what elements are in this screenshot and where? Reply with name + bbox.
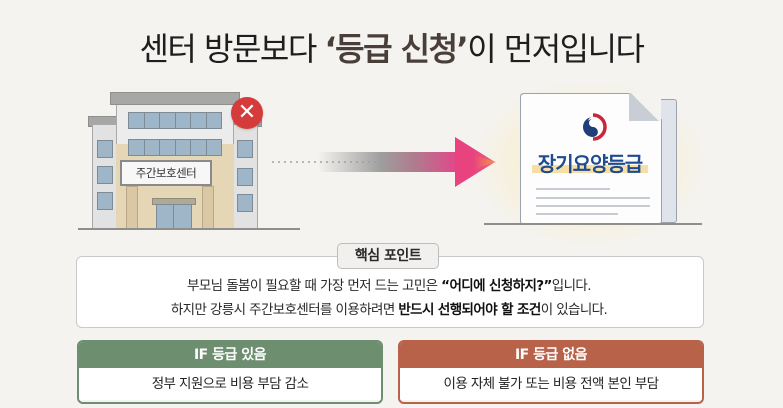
window-row (128, 139, 222, 156)
window-row (128, 112, 222, 129)
key-point-line-2: 하지만 강릉시 주간보호센터를 이용하려면 반드시 선행되어야 할 조건이 있습… (76, 298, 702, 318)
ground-line (78, 228, 300, 230)
card-header: IF 등급 없음 (400, 342, 702, 368)
text: 하지만 강릉시 주간보호센터를 이용하려면 (170, 302, 399, 318)
text: 부모님 돌봄이 필요할 때 가장 먼저 드는 고민은 (187, 278, 442, 294)
day-care-center-building-illustration: 주간보호센터 (78, 88, 300, 230)
page-fold-icon (629, 93, 661, 121)
window (237, 140, 253, 158)
pillar (126, 186, 138, 230)
text-line (536, 188, 610, 190)
title-suffix: 이 먼저입니다 (467, 30, 645, 68)
emphasis-text: 반드시 선행되어야 할 조건 (398, 302, 541, 318)
window (97, 166, 113, 184)
ground-line (484, 223, 702, 225)
card-body: 정부 지원으로 비용 부담 감소 (79, 368, 381, 400)
text-line (536, 205, 650, 207)
text-line (536, 197, 650, 199)
key-point-line-1: 부모님 돌봄이 필요할 때 가장 먼저 드는 고민은 “어디에 신청하지?”입니… (76, 274, 702, 294)
text-line (536, 213, 618, 215)
window (97, 192, 113, 210)
window (97, 140, 113, 158)
card-with-grade: IF 등급 있음 정부 지원으로 비용 부담 감소 (77, 340, 383, 404)
arrow-right-icon (318, 152, 458, 172)
text: 이 있습니다. (540, 302, 608, 318)
text: 입니다. (551, 278, 592, 294)
card-without-grade: IF 등급 없음 이용 자체 불가 또는 비용 전액 본인 부담 (398, 340, 704, 404)
card-header: IF 등급 있음 (79, 342, 381, 368)
building-sign: 주간보호센터 (120, 160, 212, 186)
page-title: 센터 방문보다 ‘등급 신청’이 먼저입니다 (0, 24, 783, 70)
title-prefix: 센터 방문보다 (139, 30, 325, 68)
card-body: 이용 자체 불가 또는 비용 전액 본인 부담 (400, 368, 702, 400)
title-highlight-bar (532, 165, 648, 173)
entrance-door (156, 204, 192, 230)
window (237, 194, 253, 212)
document-title: 장기요양등급 (537, 152, 643, 176)
title-highlight: ‘등급 신청’ (324, 30, 468, 68)
window (237, 168, 253, 186)
pillar (202, 186, 214, 230)
main-roof (110, 92, 240, 105)
government-emblem-icon (583, 113, 607, 141)
close-icon: ✕ (231, 97, 263, 129)
key-point-tag: 핵심 포인트 (337, 243, 439, 269)
emphasis-text: “어디에 신청하지?” (441, 278, 552, 294)
